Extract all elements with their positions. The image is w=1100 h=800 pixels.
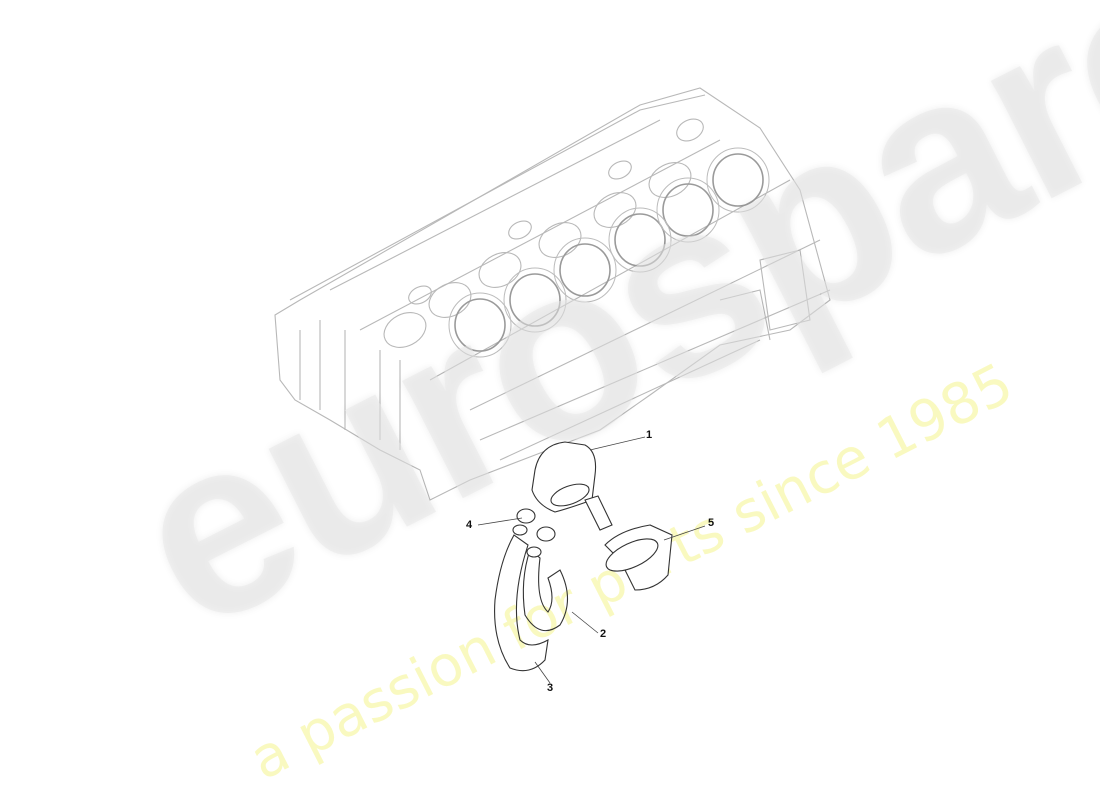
part-2-hose	[522, 549, 569, 632]
callout-2[interactable]: 2	[600, 628, 607, 640]
callout-3[interactable]: 3	[547, 682, 554, 694]
part-4-clip-a	[516, 508, 536, 524]
part-4-clip-b	[536, 526, 556, 542]
callout-1[interactable]: 1	[646, 429, 653, 441]
callout-5[interactable]: 5	[708, 517, 715, 529]
part-3-hose	[494, 534, 549, 672]
callout-4[interactable]: 4	[466, 519, 473, 531]
